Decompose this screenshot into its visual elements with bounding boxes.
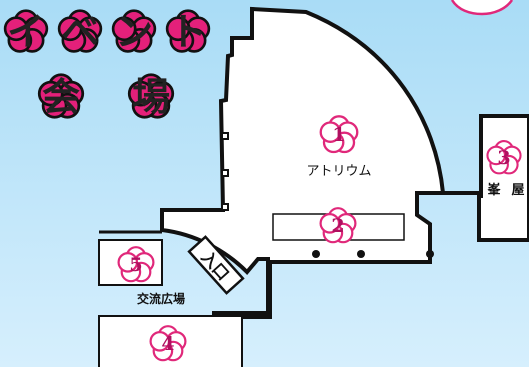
- title-char-4: ト: [169, 10, 207, 54]
- area-3-mine[interactable]: 3 峯 屋: [486, 140, 525, 198]
- area-1-number: 1: [332, 124, 345, 146]
- area-1-atrium[interactable]: 1 アトリウム: [306, 115, 372, 179]
- title-char-6: 場: [132, 75, 170, 119]
- area-1-name: アトリウム: [306, 164, 371, 179]
- area-5-name: 交流広場: [137, 291, 185, 306]
- title-flower-2: ベ: [57, 9, 103, 54]
- title-char-5: 会: [42, 75, 80, 119]
- area-4-number: 4: [161, 333, 174, 355]
- wall-markers: [221, 132, 434, 258]
- title-flower-4: ト: [165, 9, 211, 54]
- venue-title: 会 場: [37, 73, 175, 119]
- title-char-1: イ: [7, 10, 45, 54]
- area-3-name-char-1: 峯: [487, 182, 501, 198]
- title-flower-1: イ: [3, 9, 49, 54]
- corner-flower-decoration: [450, 0, 514, 16]
- area-5-plaza[interactable]: 5 交流広場: [117, 246, 185, 306]
- area-5-number: 5: [129, 254, 142, 276]
- title-flower-5: 会: [37, 73, 85, 119]
- title-flower-6: 場: [127, 73, 175, 119]
- area-3-number: 3: [497, 147, 510, 169]
- title-char-2: ベ: [61, 10, 99, 54]
- area-2-number: 2: [331, 215, 344, 237]
- title-char-3: ン: [115, 10, 153, 54]
- area-3-name-char-2: 屋: [511, 183, 524, 198]
- area-4-lot[interactable]: 4: [149, 325, 187, 362]
- area-2-stage[interactable]: 2: [319, 207, 357, 244]
- mine-building: [477, 114, 529, 242]
- title-flower-3: ン: [111, 9, 157, 54]
- event-title: イ ベ ン ト: [3, 9, 211, 54]
